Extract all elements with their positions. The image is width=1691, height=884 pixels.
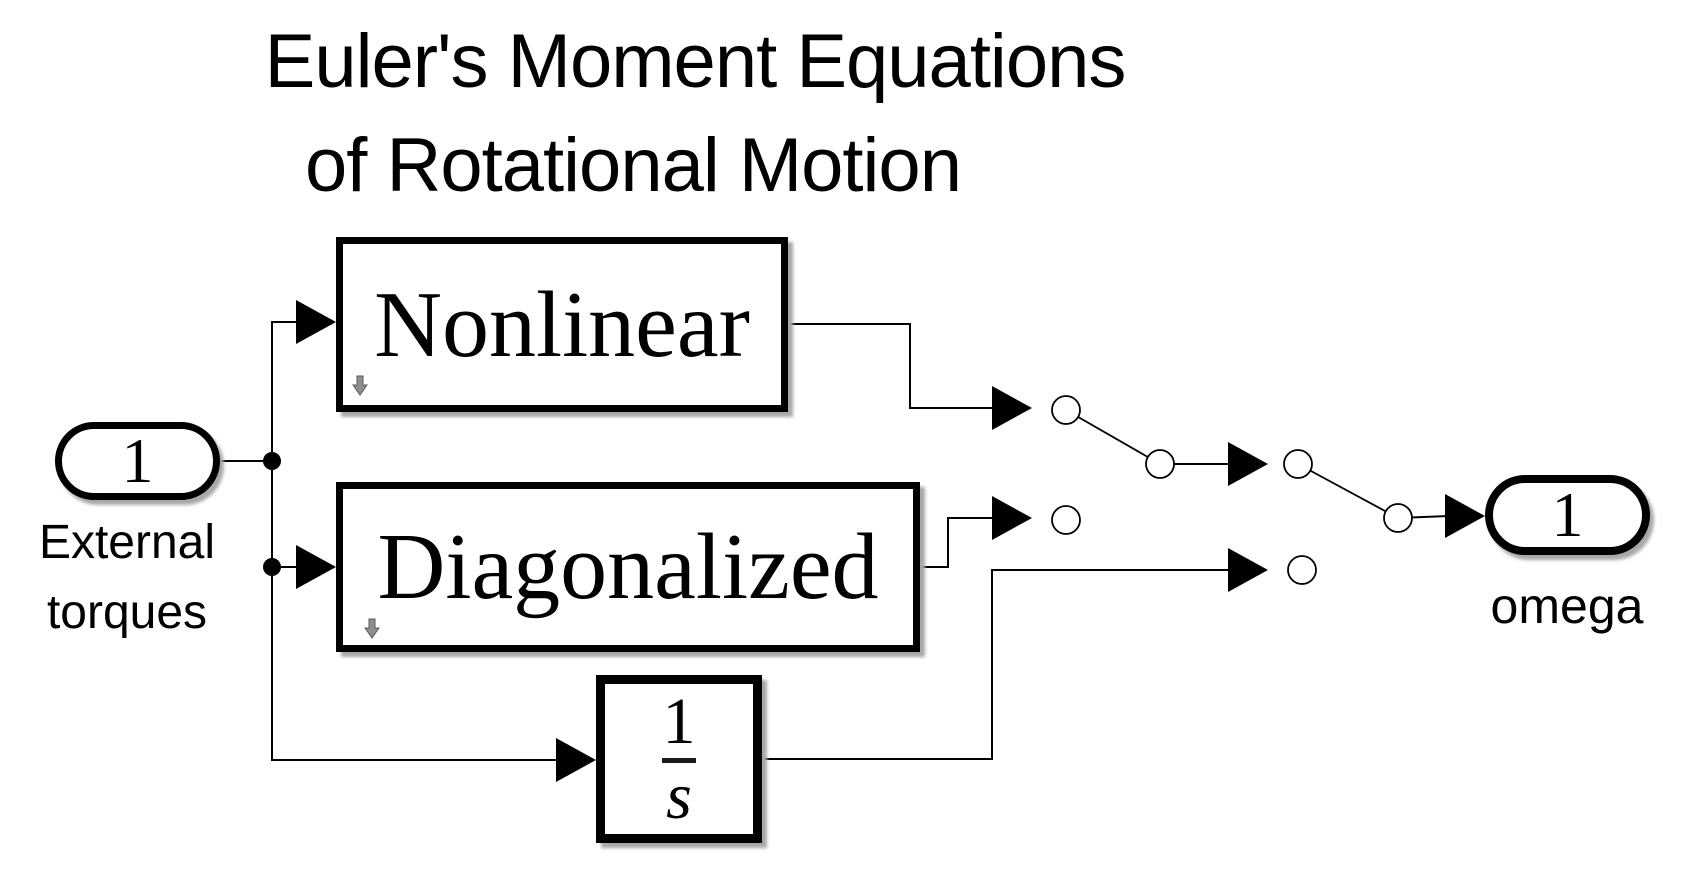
integrator-numerator: 1 — [662, 685, 696, 759]
diagram-title-line1: Euler's Moment Equations — [264, 19, 1127, 104]
arrowhead-outport-in — [1445, 494, 1485, 538]
integrator-block[interactable]: 1 s — [596, 675, 762, 843]
wire-diagonalized-out[interactable] — [920, 517, 996, 568]
diagonalized-subsystem-block[interactable]: Diagonalized — [336, 482, 920, 652]
inport-block[interactable]: 1 — [55, 422, 220, 500]
nonlinear-label: Nonlinear — [374, 272, 750, 377]
outport-block[interactable]: 1 — [1485, 475, 1650, 555]
arrowhead-diagonalized-in — [296, 545, 336, 589]
fraction-bar — [662, 757, 696, 763]
inport-label-line1: External — [38, 516, 216, 569]
outport-label: omega — [1490, 578, 1644, 634]
wire-to-integrator[interactable] — [271, 567, 562, 761]
switch2-bottom-contact[interactable] — [1287, 555, 1317, 585]
switch1-pole-contact[interactable] — [1145, 449, 1175, 479]
inport-number: 1 — [121, 425, 154, 496]
arrowhead-nonlinear-in — [296, 300, 336, 344]
arrowhead-switch2-bottom — [1228, 548, 1268, 592]
down-arrow-badge-icon[interactable] — [351, 374, 369, 398]
switch2-top-contact[interactable] — [1283, 449, 1313, 479]
switch2-lever-line[interactable] — [1297, 463, 1399, 519]
switch1-lever-line[interactable] — [1065, 409, 1161, 465]
diagram-title-line2: of Rotational Motion — [305, 123, 962, 208]
wire-nonlinear-out[interactable] — [788, 323, 996, 409]
arrowhead-switch1-top — [992, 386, 1032, 430]
nonlinear-subsystem-block[interactable]: Nonlinear — [336, 237, 788, 412]
switch2-pole-contact[interactable] — [1383, 503, 1413, 533]
junction-dot-2 — [263, 558, 281, 576]
wire-integrator-out[interactable] — [762, 569, 1232, 760]
wire-to-nonlinear[interactable] — [271, 321, 302, 461]
inport-label-line2: torques — [46, 585, 208, 639]
arrowhead-switch2-top — [1228, 442, 1268, 486]
diagonalized-label: Diagonalized — [377, 515, 879, 619]
down-arrow-badge-icon[interactable] — [363, 617, 381, 641]
outport-number: 1 — [1551, 479, 1584, 550]
junction-dot-1 — [263, 452, 281, 470]
switch1-bottom-contact[interactable] — [1051, 505, 1081, 535]
switch1-top-contact[interactable] — [1051, 395, 1081, 425]
inport-label: External torques — [17, 508, 237, 647]
arrowhead-switch1-bottom — [992, 496, 1032, 540]
integrator-denominator: s — [666, 759, 692, 833]
arrowhead-integrator-in — [556, 738, 596, 782]
